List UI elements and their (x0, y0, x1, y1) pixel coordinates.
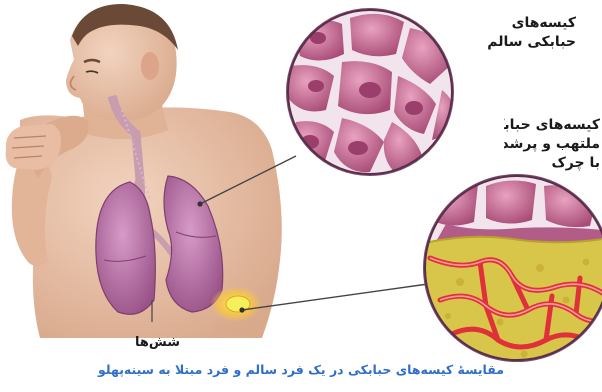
healthy-alveoli-inset (280, 4, 460, 184)
healthy-alveoli-label: کیسه‌های حبابکی سالم (486, 14, 576, 52)
healthy-label-line-2: حبابکی سالم (486, 33, 576, 52)
figure-caption: مقایسهٔ کیسه‌های حبابکی در یک فرد سالم و… (0, 362, 602, 377)
lungs-label: شش‌ها (135, 333, 180, 352)
pneumonia-label-line-1: کیسه‌های حبابکی (504, 116, 600, 135)
pneumonia-label-line-2: ملتهب و پرشده (504, 135, 600, 154)
pneumonia-alveoli-label: کیسه‌های حبابکی ملتهب و پرشده با چرک (504, 116, 600, 173)
right-lung (96, 182, 155, 314)
pneumonia-alveoli-inset (420, 172, 602, 372)
healthy-label-line-1: کیسه‌های (486, 14, 576, 33)
pneumonia-label-line-3: با چرک (504, 154, 600, 173)
